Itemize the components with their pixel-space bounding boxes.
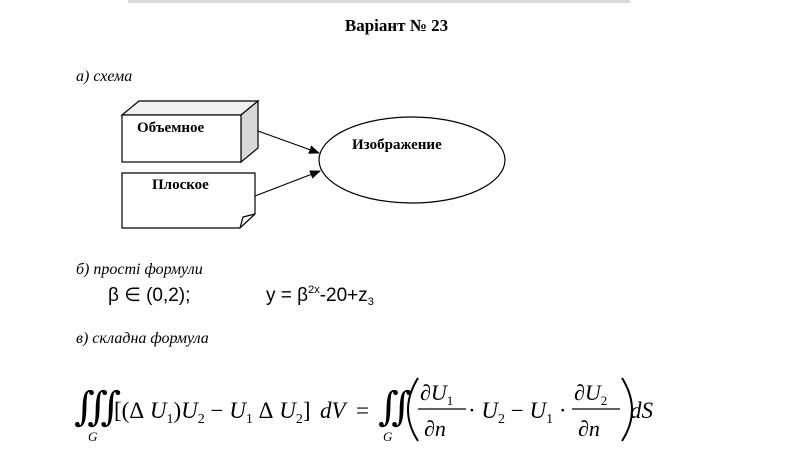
- node-image-label: Изображение: [352, 137, 442, 153]
- frac1-numerator: ∂U1: [420, 380, 453, 408]
- equals-sign: =: [356, 398, 369, 423]
- variant-title: Варіант № 23: [344, 16, 449, 35]
- triple-integral-symbol: ∭: [74, 384, 121, 429]
- formula-2-mid: -20+z: [319, 285, 368, 306]
- frac2-denominator: ∂n: [578, 416, 600, 441]
- image-ellipse: [318, 116, 506, 204]
- double-integral-symbol: ∬: [378, 384, 412, 429]
- simple-formula-1: β ∈ (0,2);: [108, 284, 190, 307]
- rhs-domain-label: G: [383, 429, 393, 444]
- section-c-label: в) складна формула: [76, 330, 209, 347]
- node-flat-label: Плоское: [152, 177, 209, 193]
- ds-differential: dS: [630, 398, 654, 423]
- flat-document-shape: [121, 172, 256, 229]
- section-b-label: б) прості формули: [76, 261, 203, 278]
- frac1-denominator: ∂n: [424, 416, 446, 441]
- element-of-symbol: ∈: [124, 285, 141, 306]
- dv-differential: dV: [320, 398, 349, 423]
- formula-2-subscript: 3: [367, 296, 374, 308]
- formula-2-lhs: y = β: [266, 285, 309, 306]
- top-rule: [128, 0, 630, 3]
- interval-text: (0,2);: [146, 285, 191, 306]
- section-a-label: а) схема: [76, 68, 133, 85]
- left-big-paren: [407, 377, 419, 442]
- formula-2-exponent: 2x: [308, 284, 320, 296]
- simple-formula-2: y = β2x-20+z3: [266, 284, 374, 308]
- arrow-volumetric-to-image: [257, 130, 321, 154]
- right-big-paren: [621, 377, 633, 442]
- lhs-domain-label: G: [88, 429, 98, 444]
- frac2-numerator: ∂U2: [574, 380, 607, 408]
- node-volumetric-label: Объемное: [137, 120, 205, 136]
- arrow-flat-to-image: [254, 170, 322, 197]
- volumetric-box: [120, 99, 260, 164]
- rhs-middle-terms: · U2 − U1 ·: [468, 398, 567, 427]
- beta-symbol: β: [108, 285, 119, 306]
- lhs-integrand: [(Δ U1)U2 − U1 Δ U2]: [114, 398, 311, 427]
